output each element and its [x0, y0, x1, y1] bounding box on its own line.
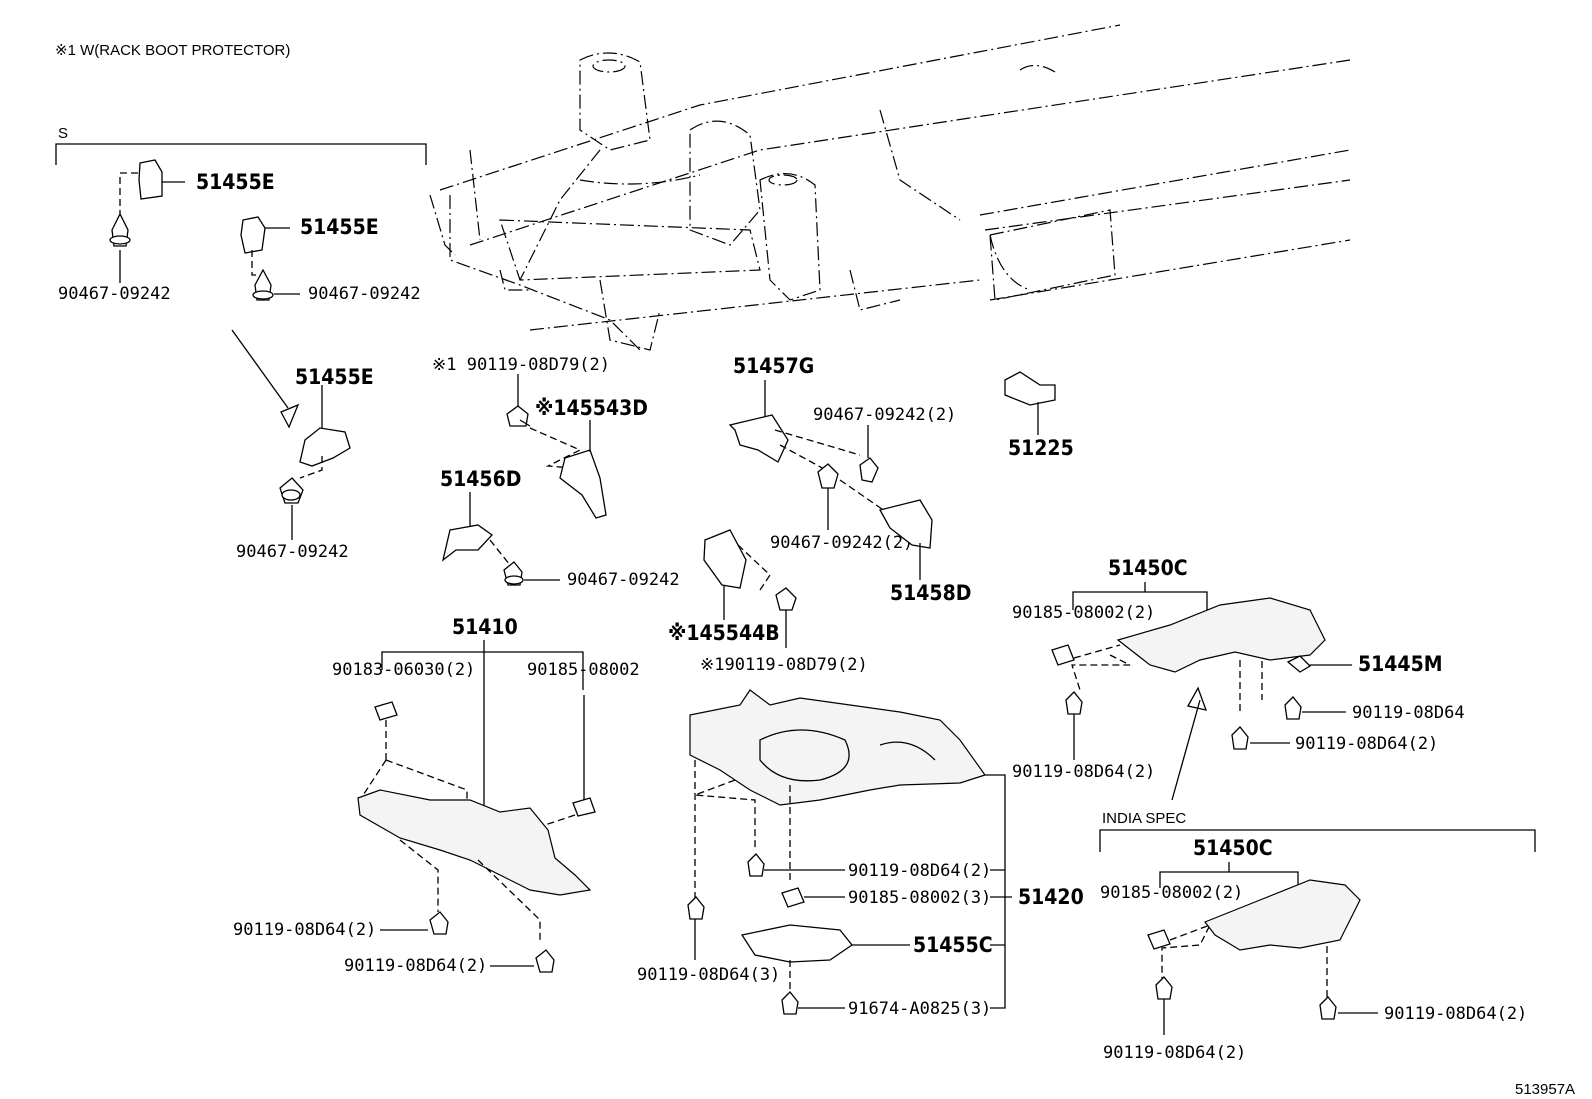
cover-51456D-group: 51456D 90467-09242	[440, 467, 680, 590]
bolt-90119-d	[1065, 691, 1083, 715]
label-51456D: 51456D	[440, 467, 521, 491]
bracket-51225	[1004, 371, 1056, 406]
cover-51420-group: 90119-08D64(2) 90185-08002(3) 90119-08D6…	[637, 689, 1084, 1019]
cover-51420	[689, 689, 986, 806]
label-90185-d: 90185-08002(2)	[1100, 883, 1243, 903]
label-51455C: 51455C	[913, 933, 993, 957]
nut-90185-d	[1147, 929, 1171, 950]
label-90185-b: 90185-08002(2)	[1012, 603, 1155, 623]
label-90119-b: 90119-08D64(2)	[344, 956, 487, 976]
nut-90183	[374, 701, 398, 721]
bracket-51458D	[879, 499, 933, 549]
label-90119-f: 90119-08D64(2)	[848, 861, 991, 881]
label-90467-f: 90467-09242(2)	[770, 533, 913, 553]
label-90185-a: 90185-08002	[527, 660, 640, 680]
label-90119-08D79-a: ※1 90119-08D79(2)	[432, 355, 610, 375]
label-90467-c: 90467-09242	[236, 542, 349, 562]
cover-51450C-b	[1204, 879, 1361, 951]
group-label-s: S	[58, 125, 68, 142]
nut-90185-a	[572, 797, 596, 817]
label-90119-c: 90119-08D64	[1352, 703, 1465, 723]
bolt-90119-a	[429, 911, 449, 935]
label-91674: 91674-A0825(3)	[848, 999, 991, 1019]
label-51458D: 51458D	[890, 581, 971, 605]
cover-51450C-b-group: 51450C 90185-08002(2) 90119-08D64(2) 901…	[1100, 836, 1527, 1063]
label-90119-g: 90119-08D64(3)	[637, 965, 780, 985]
nut-90185-c	[781, 887, 805, 908]
fastener-90467-f	[817, 463, 839, 489]
group-label-india-spec: INDIA SPEC	[1102, 810, 1186, 827]
label-90467-b: 90467-09242	[308, 284, 421, 304]
label-51455E-a: 51455E	[196, 170, 275, 194]
bracket-45543D	[559, 449, 607, 519]
group-bracket-s	[55, 143, 427, 165]
bracket-45544B	[703, 529, 747, 589]
label-90119-d: 90119-08D64(2)	[1012, 762, 1155, 782]
clip-51455E-a-group: 51455E 90467-09242	[58, 159, 275, 304]
cover-51410-group: 51410 90183-06030(2) 90185-08002 90119-0…	[233, 615, 640, 976]
fastener-90467-e	[859, 457, 879, 483]
clip-51455E-a	[138, 159, 163, 200]
cover-51410	[357, 789, 592, 896]
cover-51456D	[441, 524, 493, 562]
cover-51450C-a-group: 51450C 90185-08002(2) 90119-08D64(2) 514…	[1012, 556, 1465, 801]
bolt-90119-h	[1155, 976, 1173, 1000]
label-45543D: ※145543D	[535, 396, 648, 420]
label-45544B: ※145544B	[668, 621, 780, 645]
location-arrow-b	[1171, 686, 1208, 801]
group-bracket-india-spec	[1099, 829, 1536, 852]
label-90467-a: 90467-09242	[58, 284, 171, 304]
bolt-90119-g	[687, 896, 705, 920]
label-51455E-b: 51455E	[300, 215, 379, 239]
vehicle-frame	[429, 24, 1351, 351]
clip-51455E-b	[240, 216, 266, 254]
bracket-51445M	[1286, 655, 1312, 673]
label-90119-a: 90119-08D64(2)	[233, 920, 376, 940]
label-90119-i: 90119-08D64(2)	[1384, 1004, 1527, 1024]
clip-51455E-b-group: 51455E 90467-09242	[240, 215, 421, 304]
label-51420: 51420	[1018, 885, 1084, 909]
bolt-90119-i	[1319, 996, 1337, 1020]
bracket-51225-group: 51225	[1004, 371, 1074, 460]
clip-51455E-c-group: 51455E 90467-09242	[236, 365, 374, 562]
bracket-51457G-group: 51457G 90467-09242(2) 90467-09242(2) 514…	[728, 354, 971, 605]
label-51410: 51410	[452, 615, 518, 639]
label-90119-08D79-b: ※190119-08D79(2)	[700, 655, 868, 675]
label-51225: 51225	[1008, 436, 1074, 460]
bolt-90119-f	[747, 853, 765, 877]
bracket-51457G	[728, 414, 789, 463]
clip-51455E-c	[299, 427, 351, 467]
plate-51455C	[740, 924, 853, 963]
cover-51450C-a	[1116, 597, 1326, 673]
bolt-90119-c	[1284, 696, 1302, 720]
label-90183: 90183-06030(2)	[332, 660, 475, 680]
label-51450C-b: 51450C	[1193, 836, 1273, 860]
bolt-90119-b	[535, 949, 555, 973]
bolt-91674	[781, 991, 799, 1015]
nut-90185-b	[1051, 644, 1075, 666]
label-90467-d: 90467-09242	[567, 570, 680, 590]
label-90185-c: 90185-08002(3)	[848, 888, 991, 908]
bracket-45544B-group: ※145544B ※190119-08D79(2)	[668, 529, 868, 675]
label-90119-e: 90119-08D64(2)	[1295, 734, 1438, 754]
label-90119-h: 90119-08D64(2)	[1103, 1043, 1246, 1063]
figure-id: 513957A	[1515, 1081, 1575, 1098]
rack-boot-protector-note: ※1 W(RACK BOOT PROTECTOR)	[55, 42, 290, 59]
bolt-90119-08D79-b	[775, 587, 797, 611]
label-51445M: 51445M	[1358, 652, 1443, 676]
location-arrow-a	[231, 329, 300, 429]
label-51450C-a: 51450C	[1108, 556, 1188, 580]
bracket-45543D-group: ※1 90119-08D79(2) ※145543D	[432, 355, 648, 519]
label-51455E-c: 51455E	[295, 365, 374, 389]
label-90467-e: 90467-09242(2)	[813, 405, 956, 425]
label-51457G: 51457G	[733, 354, 814, 378]
bolt-90119-e	[1231, 726, 1249, 750]
